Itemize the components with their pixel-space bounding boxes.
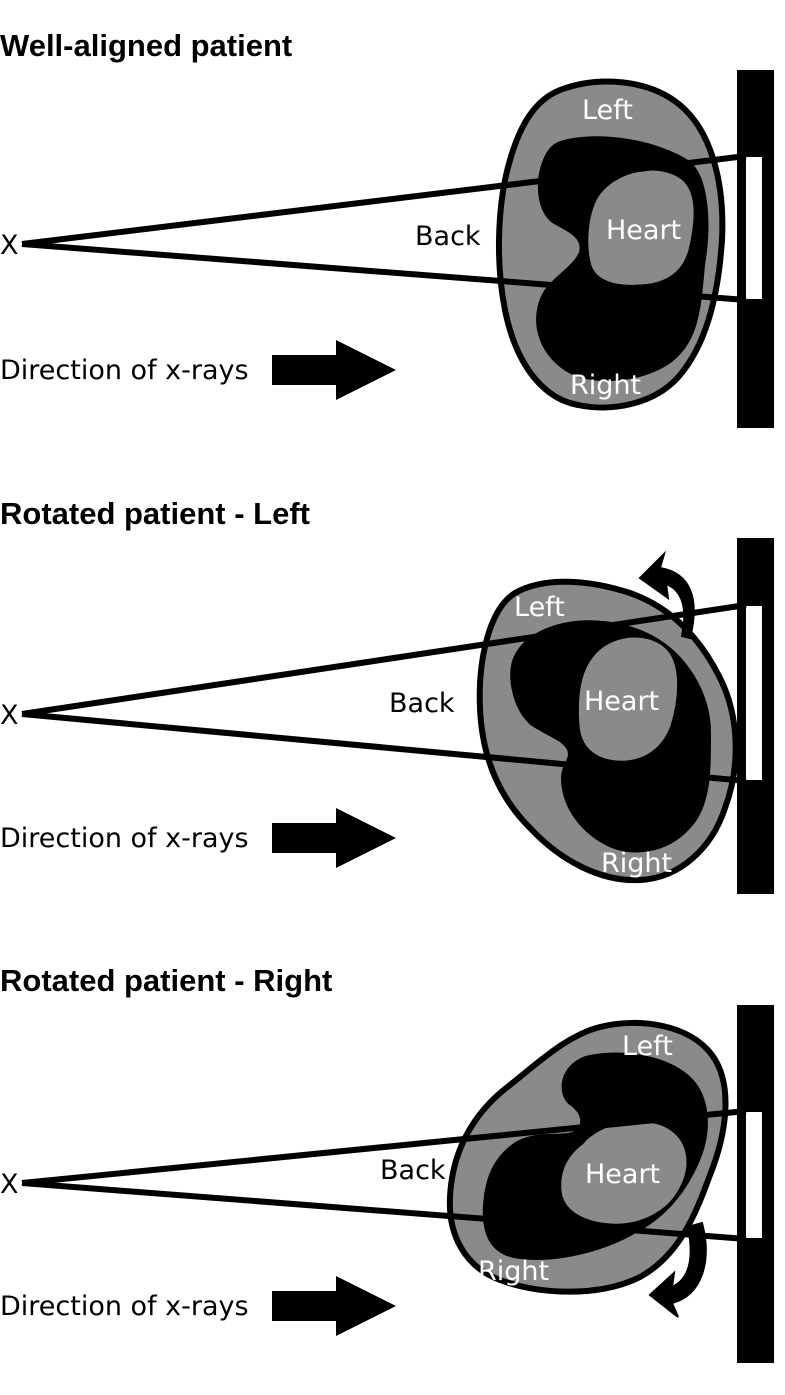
heart-label: Heart bbox=[585, 1159, 660, 1190]
right-label: Right bbox=[570, 370, 641, 401]
left-label: Left bbox=[514, 592, 565, 623]
beam-lower bbox=[21, 711, 747, 784]
beam-upper bbox=[21, 153, 747, 247]
panel-title: Well-aligned patient bbox=[0, 28, 293, 63]
rotation-arrow-icon bbox=[648, 1221, 707, 1318]
source-label: X bbox=[0, 230, 19, 261]
right-label: Right bbox=[478, 1256, 549, 1287]
back-label: Back bbox=[380, 1155, 446, 1186]
heart-label: Heart bbox=[584, 686, 659, 717]
source-label: X bbox=[0, 1169, 19, 1200]
detector-film bbox=[744, 604, 764, 782]
beam-lower bbox=[21, 1180, 747, 1242]
direction-arrow-icon bbox=[272, 808, 396, 868]
beam-upper bbox=[21, 602, 747, 717]
direction-arrow-icon bbox=[272, 340, 396, 400]
direction-arrow-icon bbox=[272, 1276, 396, 1336]
beam-upper bbox=[21, 1108, 747, 1186]
patient-cross-section bbox=[446, 1019, 729, 1295]
left-label: Left bbox=[622, 1031, 673, 1062]
heart-label: Heart bbox=[606, 215, 681, 246]
direction-label: Direction of x-rays bbox=[0, 355, 249, 386]
panel-title: Rotated patient - Left bbox=[0, 496, 310, 531]
beam-lower bbox=[21, 241, 747, 303]
heart-shape bbox=[585, 167, 697, 288]
panel-rotated-right: Rotated patient - Right X Back Heart Lef… bbox=[0, 935, 785, 1395]
patient-cross-section bbox=[476, 578, 739, 884]
detector-film bbox=[744, 1110, 764, 1240]
left-label: Left bbox=[582, 95, 633, 126]
xray-diagram: X Back Heart Left Right Direction of x-r… bbox=[0, 1005, 774, 1363]
xray-diagram: X Back Heart Left Right Direction of x-r… bbox=[0, 538, 774, 894]
direction-label: Direction of x-rays bbox=[0, 1291, 249, 1322]
direction-label: Direction of x-rays bbox=[0, 823, 249, 854]
detector-film bbox=[744, 155, 764, 301]
back-label: Back bbox=[389, 688, 455, 719]
panel-well-aligned: Well-aligned patient X Back Heart Left R… bbox=[0, 0, 785, 460]
back-label: Back bbox=[415, 221, 481, 252]
heart-shape bbox=[575, 634, 681, 764]
panel-rotated-left: Rotated patient - Left X Back Heart Left… bbox=[0, 468, 785, 928]
right-label: Right bbox=[601, 848, 672, 879]
panel-title: Rotated patient - Right bbox=[0, 963, 333, 998]
xray-diagram: X Back Heart Left Right Direction of x-r… bbox=[0, 70, 774, 428]
source-label: X bbox=[0, 700, 19, 731]
